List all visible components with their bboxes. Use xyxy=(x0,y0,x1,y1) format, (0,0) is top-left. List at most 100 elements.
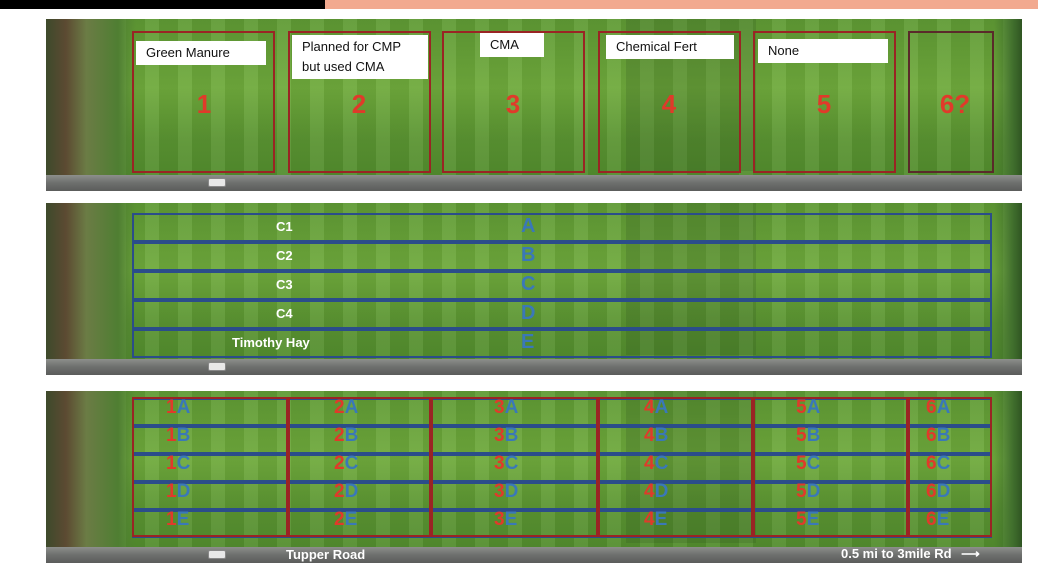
cell-column-number: 2 xyxy=(334,453,345,474)
cell-column-number: 6 xyxy=(926,481,937,502)
grid-cell-label: 4B xyxy=(644,425,668,447)
road xyxy=(46,359,1022,375)
grid-cell-label: 2B xyxy=(334,425,358,447)
crop-label: Timothy Hay xyxy=(232,335,310,350)
cell-row-letter: C xyxy=(504,453,519,474)
grid-cell-label: 1B xyxy=(166,425,190,447)
grid-cell-label: 1D xyxy=(166,481,190,503)
cell-column-number: 6 xyxy=(926,397,937,418)
grid-column-3 xyxy=(431,397,598,537)
cell-column-number: 4 xyxy=(644,509,655,530)
arrow-right-icon: ⟶ xyxy=(961,546,980,561)
hedgerow xyxy=(46,19,136,191)
cell-row-letter: D xyxy=(936,481,951,502)
grid-cell-label: 1A xyxy=(166,397,190,419)
crop-label: C2 xyxy=(276,248,293,263)
cell-row-letter: A xyxy=(654,397,669,418)
plot-number: 4 xyxy=(661,89,677,119)
grid-column-2 xyxy=(288,397,431,537)
crop-label: C3 xyxy=(276,277,293,292)
road-name-label: Tupper Road xyxy=(286,547,366,562)
grid-cell-label: 6E xyxy=(926,509,949,531)
cell-column-number: 5 xyxy=(796,509,807,530)
cell-row-letter: B xyxy=(176,425,191,446)
cell-row-letter: C xyxy=(654,453,669,474)
grid-cell-label: 3D xyxy=(494,481,518,503)
cell-column-number: 4 xyxy=(644,425,655,446)
grid-cell-label: 4D xyxy=(644,481,668,503)
crop-strip-e xyxy=(132,329,992,358)
cell-column-number: 2 xyxy=(334,425,345,446)
cell-row-letter: E xyxy=(806,509,820,530)
cell-column-number: 5 xyxy=(796,397,807,418)
grid-cell-label: 5B xyxy=(796,425,820,447)
grid-cell-label: 3A xyxy=(494,397,518,419)
cell-row-letter: D xyxy=(344,481,359,502)
grid-cell-label: 5D xyxy=(796,481,820,503)
tree-line xyxy=(994,391,1022,563)
cell-row-letter: E xyxy=(654,509,668,530)
strip-letter: B xyxy=(521,244,536,266)
cell-column-number: 6 xyxy=(926,425,937,446)
grid-cell-label: 2D xyxy=(334,481,358,503)
road xyxy=(46,547,1022,563)
cell-column-number: 6 xyxy=(926,509,937,530)
grid-cell-label: 6D xyxy=(926,481,950,503)
cell-row-letter: B xyxy=(936,425,951,446)
plot-label: Planned for CMP but used CMA xyxy=(292,35,428,79)
crop-label: C4 xyxy=(276,306,293,321)
plot-6 xyxy=(908,31,994,173)
plot-label: None xyxy=(758,39,888,63)
top-accent-bar xyxy=(325,0,1038,9)
grid-cell-label: 5A xyxy=(796,397,820,419)
plot-number: 3 xyxy=(505,89,521,119)
cell-column-number: 5 xyxy=(796,425,807,446)
grid-cell-label: 2E xyxy=(334,509,357,531)
plot-number: 5 xyxy=(816,89,832,119)
cell-column-number: 4 xyxy=(644,397,655,418)
hedgerow xyxy=(46,203,136,375)
cell-row-letter: B xyxy=(806,425,821,446)
strip-letter: A xyxy=(521,215,536,237)
cell-row-letter: C xyxy=(344,453,359,474)
cell-column-number: 1 xyxy=(166,397,177,418)
cell-row-letter: A xyxy=(936,397,951,418)
plot-5 xyxy=(753,31,896,173)
grid-cell-label: 2A xyxy=(334,397,358,419)
cell-row-letter: E xyxy=(344,509,358,530)
grid-cell-label: 3B xyxy=(494,425,518,447)
cell-row-letter: C xyxy=(176,453,191,474)
aerial-panel-strips: C1 C2 C3 C4 Timothy Hay A B C D E xyxy=(46,203,1022,375)
cell-row-letter: B xyxy=(504,425,519,446)
cell-row-letter: A xyxy=(806,397,821,418)
cell-column-number: 1 xyxy=(166,481,177,502)
plot-label: Chemical Fert xyxy=(606,35,734,59)
cell-column-number: 1 xyxy=(166,425,177,446)
grid-column-1 xyxy=(132,397,288,537)
crop-strip-b xyxy=(132,242,992,271)
cell-row-letter: A xyxy=(504,397,519,418)
grid-cell-label: 2C xyxy=(334,453,358,475)
road xyxy=(46,175,1022,191)
cell-column-number: 3 xyxy=(494,481,505,502)
cell-column-number: 6 xyxy=(926,453,937,474)
cell-row-letter: E xyxy=(176,509,190,530)
car-icon xyxy=(208,362,226,371)
plot-number: 2 xyxy=(351,89,367,119)
crop-strip-d xyxy=(132,300,992,329)
grid-cell-label: 6B xyxy=(926,425,950,447)
grid-column-4 xyxy=(598,397,753,537)
cell-column-number: 3 xyxy=(494,509,505,530)
hedgerow xyxy=(46,391,136,563)
car-icon xyxy=(208,178,226,187)
cell-row-letter: E xyxy=(504,509,518,530)
cell-row-letter: C xyxy=(936,453,951,474)
cell-column-number: 5 xyxy=(796,453,807,474)
cell-row-letter: E xyxy=(936,509,950,530)
crop-label: C1 xyxy=(276,219,293,234)
cell-column-number: 2 xyxy=(334,509,345,530)
direction-label: 0.5 mi to 3mile Rd ⟶ xyxy=(841,546,980,562)
grid-cell-label: 3C xyxy=(494,453,518,475)
cell-column-number: 2 xyxy=(334,397,345,418)
